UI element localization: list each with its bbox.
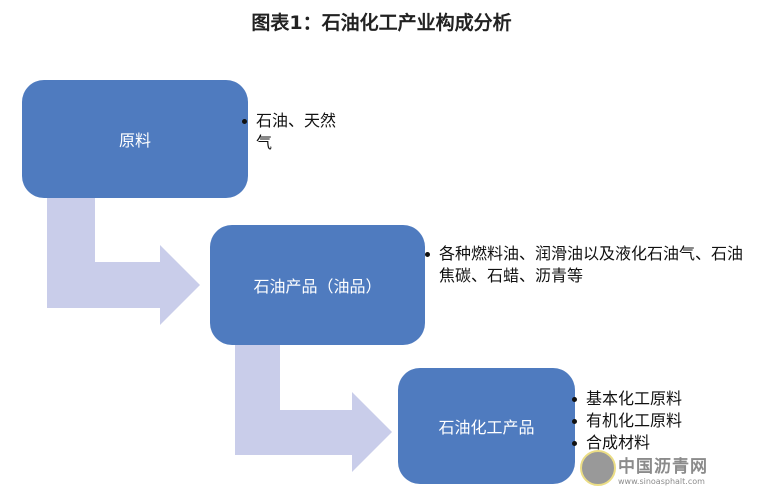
watermark-name: 中国沥青网 [618, 457, 708, 477]
node-petrochemical-products: 石油化工产品 [398, 368, 575, 484]
watermark-url: www.sinoasphalt.com [618, 477, 705, 486]
road-logo-icon [580, 450, 616, 486]
node-raw-materials-list: 石油、天然气 [242, 110, 347, 154]
watermark-logo: 中国沥青网 www.sinoasphalt.com [580, 450, 708, 486]
node-label: 原料 [118, 131, 151, 150]
arrow-1 [47, 198, 200, 325]
node-raw-materials: 原料 [22, 80, 248, 198]
node-label: 石油产品（油品） [253, 277, 382, 296]
list-item: 石油、天然气 [242, 110, 347, 154]
node-petroleum-products: 石油产品（油品） [210, 225, 425, 345]
node-petrochemical-products-list: 基本化工原料 有机化工原料 合成材料 [572, 388, 752, 454]
list-item: 各种燃料油、润滑油以及液化石油气、石油焦碳、石蜡、沥青等 [425, 243, 750, 287]
node-label: 石油化工产品 [438, 418, 535, 437]
list-item: 合成材料 [572, 432, 752, 454]
diagram-title: 图表1：石油化工产业构成分析 [251, 12, 512, 34]
list-item: 有机化工原料 [572, 410, 752, 432]
node-petroleum-products-list: 各种燃料油、润滑油以及液化石油气、石油焦碳、石蜡、沥青等 [425, 243, 750, 287]
arrow-2 [235, 345, 392, 472]
list-item: 基本化工原料 [572, 388, 752, 410]
